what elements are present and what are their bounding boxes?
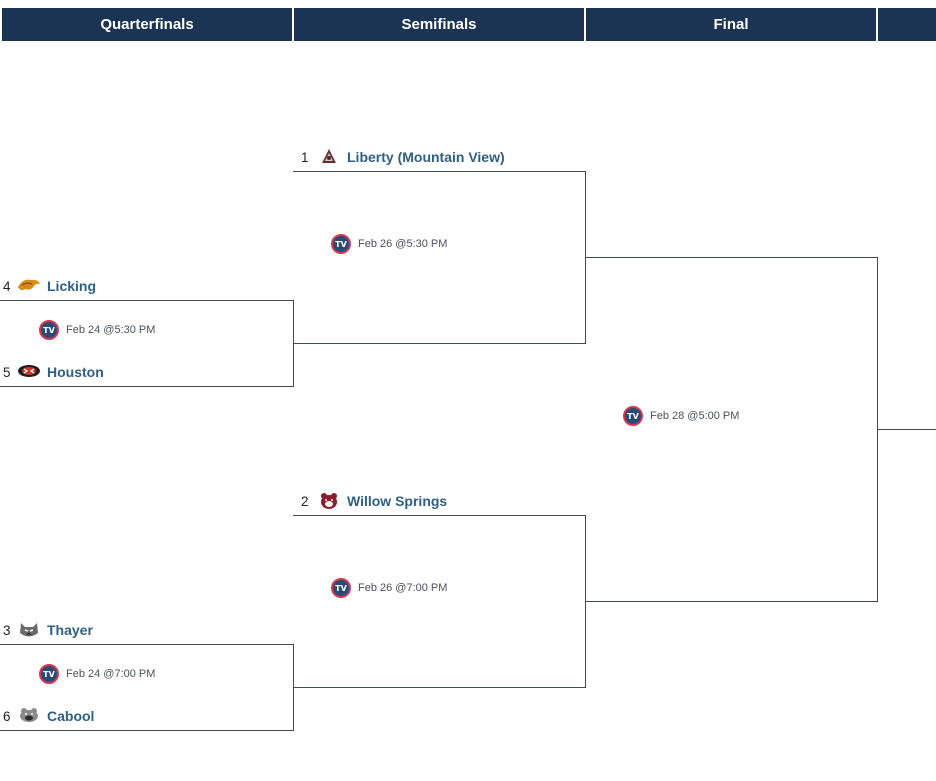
tv-broadcast-icon[interactable]: TV <box>39 664 59 684</box>
game-date: Feb 24 @5:30 PM <box>66 324 156 336</box>
bracket-line <box>0 300 294 301</box>
team-name[interactable]: Houston <box>47 364 104 380</box>
tv-broadcast-icon[interactable]: TV <box>331 578 351 598</box>
game-qf2[interactable]: TV Feb 24 @7:00 PM <box>39 664 155 684</box>
seed: 1 <box>301 149 309 165</box>
team-name[interactable]: Liberty (Mountain View) <box>347 149 505 165</box>
seed: 2 <box>301 493 309 509</box>
tv-broadcast-icon[interactable]: TV <box>331 234 351 254</box>
round-header-semifinals: Semifinals <box>294 8 584 41</box>
bracket-line <box>585 257 878 258</box>
team-houston[interactable]: 5 Houston <box>3 361 104 383</box>
team-thayer[interactable]: 3 Thayer <box>3 619 93 641</box>
tiger-icon <box>17 363 41 381</box>
team-name[interactable]: Cabool <box>47 708 95 724</box>
bracket-line <box>0 386 294 387</box>
bracket-line <box>293 300 294 387</box>
seed: 5 <box>3 364 11 380</box>
team-name[interactable]: Licking <box>47 278 97 294</box>
bulldog-icon <box>17 707 41 725</box>
bracket-line <box>0 730 294 731</box>
team-willow-springs[interactable]: 2 Willow Springs <box>301 490 447 512</box>
game-date: Feb 24 @7:00 PM <box>66 668 156 680</box>
round-header-quarterfinals: Quarterfinals <box>2 8 292 41</box>
tv-broadcast-icon[interactable]: TV <box>623 406 643 426</box>
liberty-mascot-icon <box>319 148 339 166</box>
team-cabool[interactable]: 6 Cabool <box>3 705 94 727</box>
game-date: Feb 28 @5:00 PM <box>650 410 740 422</box>
bracket-line <box>293 171 585 172</box>
game-sf2[interactable]: TV Feb 26 @7:00 PM <box>331 578 447 598</box>
bracket-line <box>293 343 586 344</box>
seed: 6 <box>3 708 11 724</box>
team-licking[interactable]: 4 Licking <box>3 275 96 297</box>
game-sf1[interactable]: TV Feb 26 @5:30 PM <box>331 234 447 254</box>
game-final[interactable]: TV Feb 28 @5:00 PM <box>623 406 739 426</box>
wildcat-icon <box>17 277 41 295</box>
seed: 3 <box>3 622 11 638</box>
round-header-final: Final <box>586 8 876 41</box>
bracket-line <box>585 601 878 602</box>
bear-icon <box>319 492 339 510</box>
seed: 4 <box>3 278 11 294</box>
team-name[interactable]: Thayer <box>47 622 93 638</box>
bracket-line <box>293 687 586 688</box>
bobcat-icon <box>17 621 41 639</box>
bracket-line <box>293 515 585 516</box>
team-liberty[interactable]: 1 Liberty (Mountain View) <box>301 146 505 168</box>
tv-broadcast-icon[interactable]: TV <box>39 320 59 340</box>
team-name[interactable]: Willow Springs <box>347 493 448 509</box>
game-date: Feb 26 @5:30 PM <box>358 238 448 250</box>
bracket-line <box>293 644 294 731</box>
game-qf1[interactable]: TV Feb 24 @5:30 PM <box>39 320 155 340</box>
round-header-champion <box>878 8 936 41</box>
bracket-line <box>877 429 936 430</box>
bracket-line <box>0 644 294 645</box>
game-date: Feb 26 @7:00 PM <box>358 582 448 594</box>
